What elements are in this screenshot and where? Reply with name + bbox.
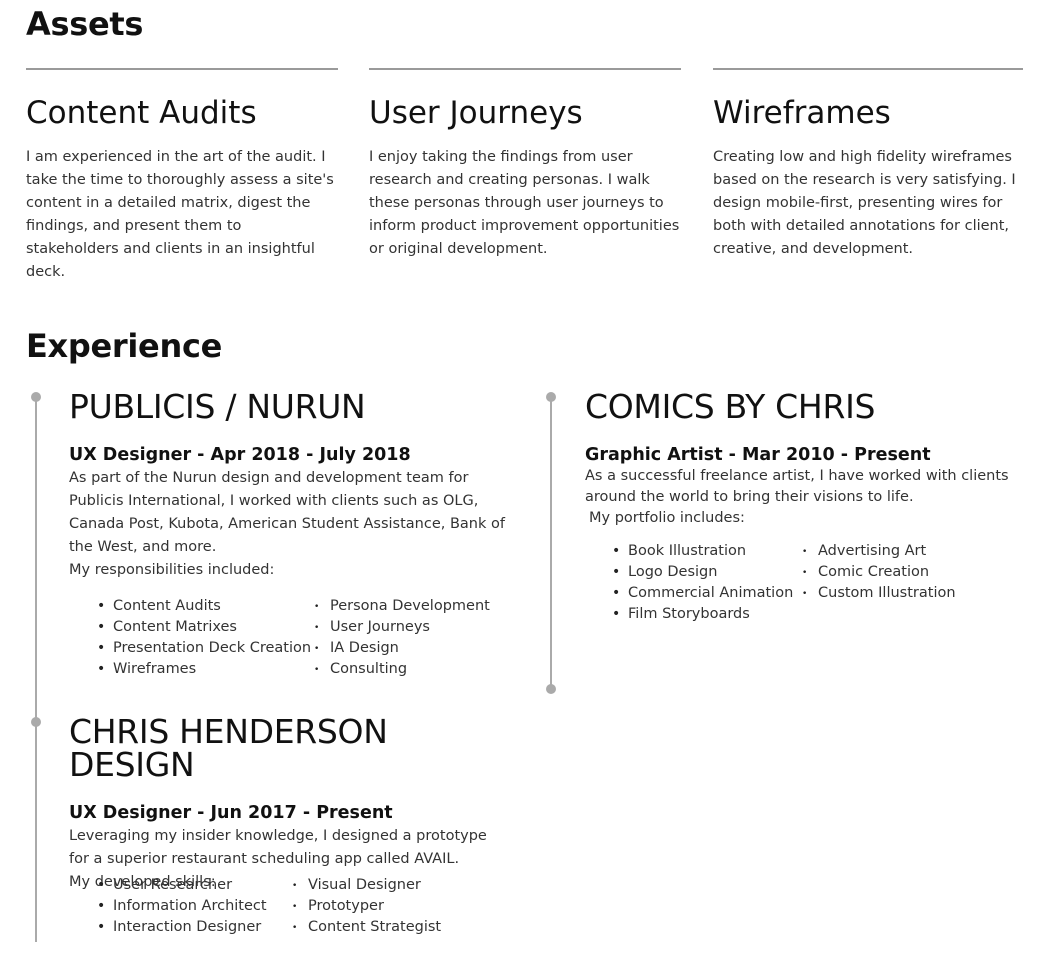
timeline-line-left [35, 397, 37, 942]
timeline-dot [546, 684, 556, 694]
list-intro: My responsibilities included: [69, 562, 275, 578]
asset-title: Content Audits [26, 95, 257, 131]
job-role: UX Designer - Apr 2018 - July 2018 [69, 445, 411, 465]
divider [369, 68, 681, 70]
list-item: User Journeys [314, 617, 490, 639]
list-item: User Researcher [97, 875, 267, 896]
list-item: Logo Design [612, 562, 793, 583]
portfolio-list-right: Advertising Art Comic Creation Custom Il… [802, 541, 956, 605]
timeline-line-right [550, 397, 552, 689]
asset-title: User Journeys [369, 95, 583, 131]
portfolio-list-left: Book Illustration Logo Design Commercial… [612, 541, 793, 625]
timeline-dot [546, 392, 556, 402]
list-item: Consulting [314, 659, 490, 681]
asset-user-journeys: User Journeys I enjoy taking the finding… [369, 68, 681, 261]
responsibilities-list-right: Persona Development User Journeys IA Des… [314, 596, 490, 681]
job-publicis-nurun: PUBLICIS / NURUN UX Designer - Apr 2018 … [69, 390, 509, 582]
list-item: Wireframes [97, 659, 311, 680]
list-item: Advertising Art [802, 541, 956, 563]
asset-wireframes: Wireframes Creating low and high fidelit… [713, 68, 1023, 261]
list-item: Persona Development [314, 596, 490, 618]
list-item: Presentation Deck Creation [97, 638, 311, 659]
job-description: As a successful freelance artist, I have… [585, 468, 1009, 505]
asset-description: I am experienced in the art of the audit… [26, 149, 334, 281]
job-comics-by-chris: COMICS BY CHRIS Graphic Artist - Mar 201… [585, 390, 1025, 529]
job-role: Graphic Artist - Mar 2010 - Present [585, 445, 931, 465]
list-item: Information Architect [97, 896, 267, 917]
list-item: Film Storyboards [612, 604, 793, 625]
job-description: As part of the Nurun design and developm… [69, 470, 505, 555]
divider [26, 68, 338, 70]
list-item: Prototyper [292, 896, 441, 918]
list-item: Visual Designer [292, 875, 441, 897]
list-item: IA Design [314, 638, 490, 660]
job-chris-henderson-design: CHRIS HENDERSON DESIGN UX Designer - Jun… [69, 715, 509, 894]
list-item: Interaction Designer [97, 917, 267, 938]
experience-heading: Experience [26, 327, 223, 365]
list-item: Commercial Animation [612, 583, 793, 604]
asset-title: Wireframes [713, 95, 891, 131]
company-name: COMICS BY CHRIS [585, 387, 876, 426]
list-item: Book Illustration [612, 541, 793, 562]
list-intro: My portfolio includes: [589, 510, 745, 526]
job-description: Leveraging my insider knowledge, I desig… [69, 828, 487, 867]
company-name: CHRIS HENDERSON DESIGN [69, 712, 388, 784]
asset-content-audits: Content Audits I am experienced in the a… [26, 68, 338, 284]
list-item: Content Strategist [292, 917, 441, 939]
company-name: PUBLICIS / NURUN [69, 387, 366, 426]
job-role: UX Designer - Jun 2017 - Present [69, 803, 393, 823]
timeline-dot [31, 717, 41, 727]
responsibilities-list-left: Content Audits Content Matrixes Presenta… [97, 596, 311, 680]
timeline-dot [31, 392, 41, 402]
skills-list-left: User Researcher Information Architect In… [97, 875, 267, 938]
list-item: Custom Illustration [802, 583, 956, 605]
list-item: Comic Creation [802, 562, 956, 584]
list-item: Content Matrixes [97, 617, 311, 638]
skills-list-right: Visual Designer Prototyper Content Strat… [292, 875, 441, 939]
list-item: Content Audits [97, 596, 311, 617]
asset-description: I enjoy taking the findings from user re… [369, 149, 680, 258]
divider [713, 68, 1023, 70]
assets-heading: Assets [26, 5, 144, 43]
asset-description: Creating low and high fidelity wireframe… [713, 149, 1016, 258]
